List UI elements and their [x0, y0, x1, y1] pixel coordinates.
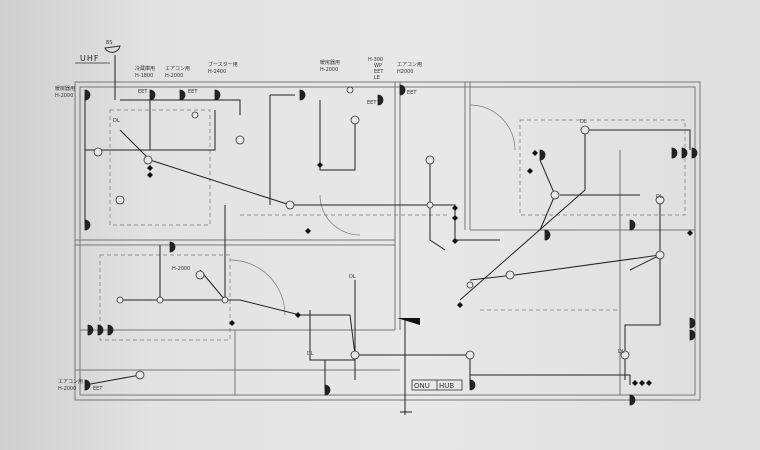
door-arcs: [229, 104, 516, 316]
heater-left-height: H-2000: [55, 93, 73, 99]
aircon-2-height: H2000: [397, 69, 413, 75]
downlight-label: DL: [113, 118, 120, 124]
bs-antenna-icon: [104, 45, 121, 53]
outdoor-wp: WP: [374, 63, 382, 69]
onu-label: ONU: [414, 382, 430, 390]
outlet-code-label: EET: [188, 89, 198, 95]
wiring: [84, 55, 691, 415]
outlets: [84, 84, 698, 406]
downlight-label: DL: [349, 274, 356, 280]
aircon-3-label: エアコン用: [58, 379, 83, 385]
outlet-code-label: EET: [93, 386, 103, 392]
heater-2-height: H-2000: [320, 67, 338, 73]
heater-2-label: 暖房器用: [320, 59, 340, 66]
switches: [147, 150, 693, 386]
aircon-1-label: エアコン用: [165, 66, 190, 72]
booster-height: H-2400: [208, 69, 226, 75]
outdoor-height: H-300: [368, 57, 383, 63]
fridge-label: 冷蔵庫用: [135, 65, 155, 72]
outlet-code-label: EET: [407, 90, 417, 96]
aircon-1-height: H-2000: [165, 73, 183, 79]
downlight-label: DL: [580, 119, 587, 125]
downlight-label: DL: [656, 194, 663, 200]
heater-left-label: 暖房器用: [55, 85, 75, 92]
bs-label: BS: [106, 40, 113, 46]
downlight-label: DL: [618, 349, 625, 355]
aircon-2-label: エアコン用: [397, 62, 422, 68]
downlight-label: DL: [307, 351, 314, 357]
aircon-3-height: H-2000: [58, 386, 76, 392]
distribution-panel-icon: [397, 318, 420, 325]
outlet-code-label: EET: [367, 100, 377, 106]
dashed-lines: [99, 109, 686, 341]
outdoor-le: LE: [374, 75, 380, 81]
booster-label: ブースター用: [208, 61, 238, 68]
outdoor-eet: EET: [374, 69, 384, 75]
fridge-height: H-1800: [135, 73, 153, 79]
misc-height: H-2000: [172, 266, 190, 272]
hub-label: HUB: [439, 382, 454, 390]
uhf-label: UHF: [80, 54, 99, 63]
outlet-code-label: EET: [138, 89, 148, 95]
walls: [74, 81, 701, 401]
junction-boxes: [93, 86, 665, 380]
